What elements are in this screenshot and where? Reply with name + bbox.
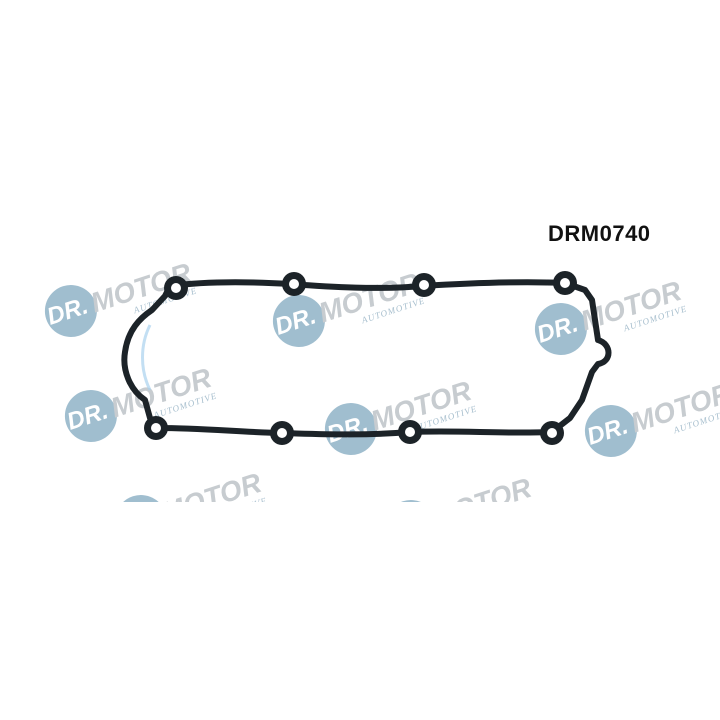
product-sku: DRM0740: [548, 221, 651, 246]
